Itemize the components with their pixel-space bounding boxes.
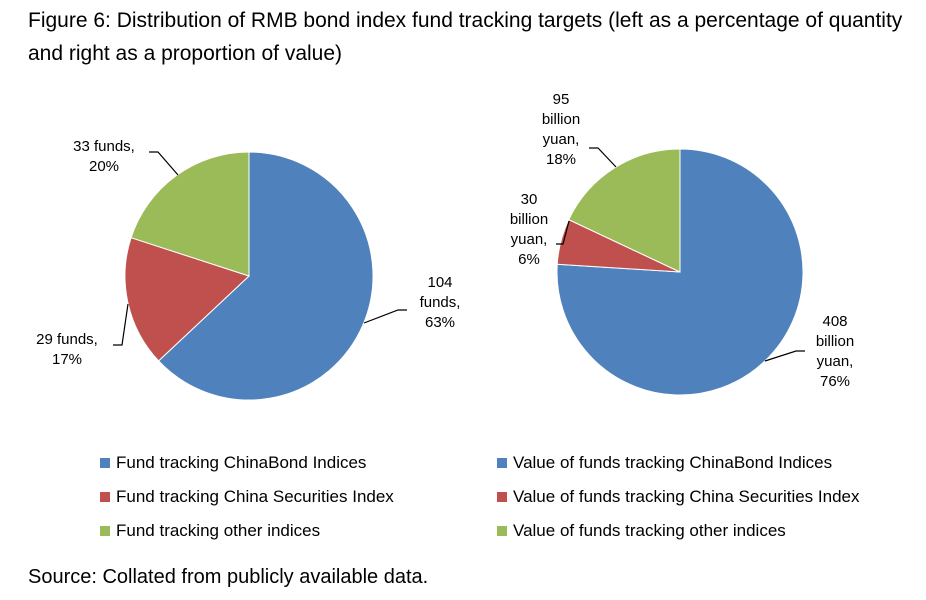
legend-label: Value of funds tracking other indices <box>513 521 786 540</box>
legend-label: Fund tracking other indices <box>116 521 321 540</box>
pie-slice <box>124 237 250 362</box>
legend-swatch <box>497 458 507 468</box>
legend-label: Fund tracking ChinaBond Indices <box>116 453 367 472</box>
leader-line <box>363 309 407 324</box>
leader-line <box>113 303 129 346</box>
legend-item: Fund tracking ChinaBond Indices <box>100 446 394 480</box>
legend-label: Value of funds tracking ChinaBond Indice… <box>513 453 833 472</box>
leader-line <box>556 220 570 245</box>
pie-slice <box>157 151 374 401</box>
legend-swatch <box>497 526 507 536</box>
legend-item: Value of funds tracking ChinaBond Indice… <box>497 446 860 480</box>
legend-label: Fund tracking China Securities Index <box>116 487 394 506</box>
chart-title: Figure 6: Distribution of RMB bond index… <box>28 9 903 65</box>
pie-slice <box>568 148 681 273</box>
leader-line <box>764 350 805 362</box>
legend-swatch <box>100 526 110 536</box>
pie-slice <box>130 151 250 277</box>
legend-item: Fund tracking China Securities Index <box>100 480 394 514</box>
slice-label: 33 funds,20% <box>73 138 135 175</box>
leader-line <box>589 147 617 168</box>
legend-right: Value of funds tracking ChinaBond Indice… <box>497 446 860 548</box>
legend-swatch <box>100 458 110 468</box>
legend-item: Fund tracking other indices <box>100 514 394 548</box>
leader-line <box>149 151 179 176</box>
legend-left: Fund tracking ChinaBond Indices Fund tra… <box>100 446 394 548</box>
legend-label: Value of funds tracking China Securities… <box>513 487 860 506</box>
legend-swatch <box>497 492 507 502</box>
source-note: Source: Collated from publicly available… <box>28 566 429 588</box>
legend-item: Value of funds tracking other indices <box>497 514 860 548</box>
legend-item: Value of funds tracking China Securities… <box>497 480 860 514</box>
legend-swatch <box>100 492 110 502</box>
slice-label: 29 funds,17% <box>36 331 98 368</box>
